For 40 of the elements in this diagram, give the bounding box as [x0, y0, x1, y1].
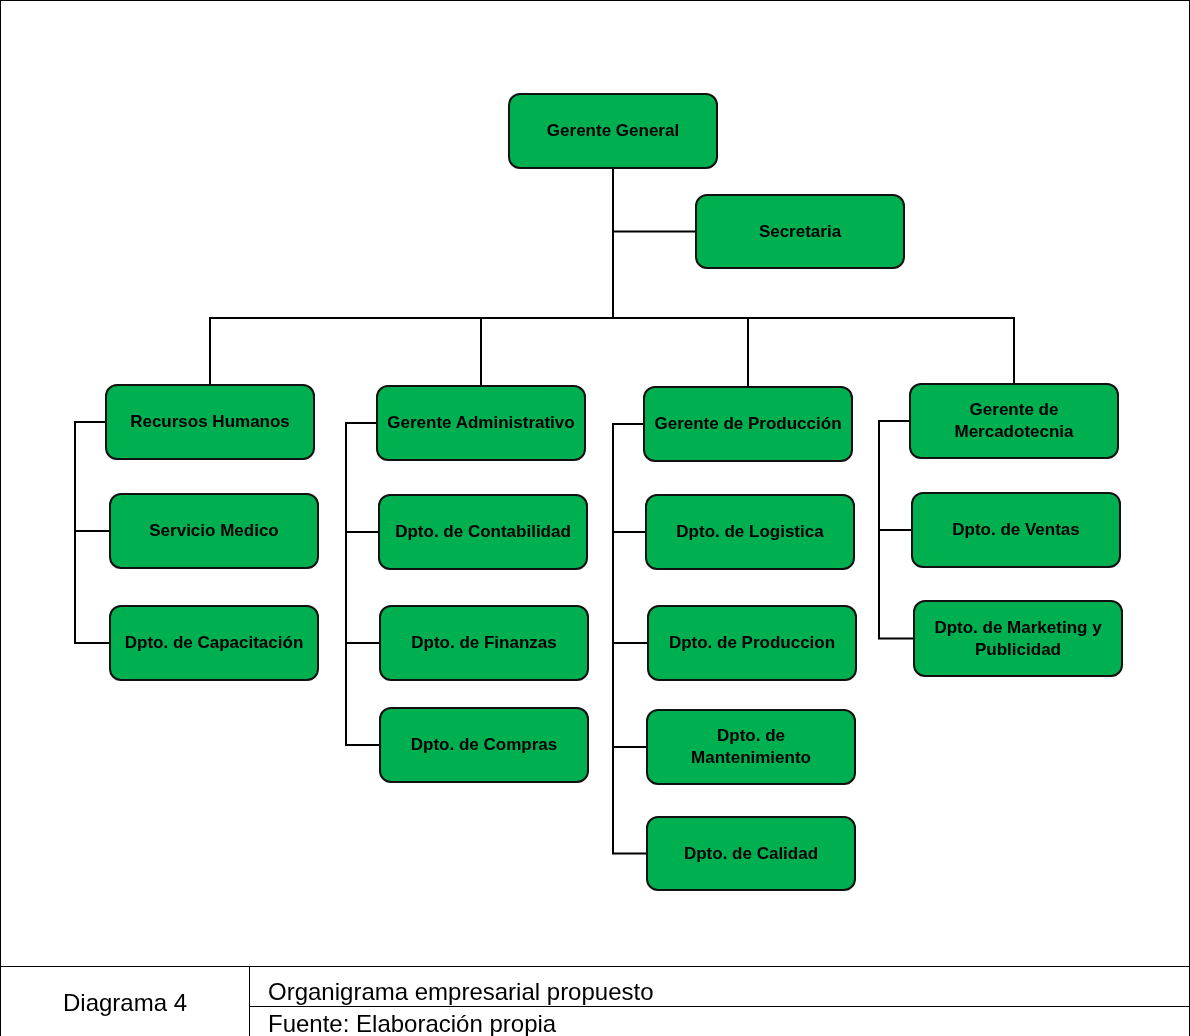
- box-label: Dpto. de Ventas: [952, 519, 1080, 541]
- connector-line: [74, 421, 110, 644]
- org-chart-box: [909, 383, 1119, 459]
- connector-line: [612, 423, 647, 855]
- box-label: Dpto. de Logistica: [676, 521, 824, 543]
- box-label: Servicio Medico: [149, 520, 279, 542]
- box-label: Dpto. de Contabilidad: [395, 521, 571, 543]
- org-chart-box: [645, 494, 855, 570]
- org-chart-box: [911, 492, 1121, 568]
- caption-text: Organigrama empresarial propuesto: [250, 967, 1189, 1007]
- box-label: Gerente General: [546, 120, 680, 142]
- box-label: Gerente de Mercadotecnia: [953, 399, 1075, 443]
- org-chart-box: [646, 709, 856, 785]
- org-chart-box: [105, 384, 315, 460]
- org-chart-box: [109, 605, 319, 681]
- org-chart-box: [646, 816, 856, 891]
- box-label: Recursos Humanos: [130, 411, 290, 433]
- box-label: Dpto. de Calidad: [683, 842, 819, 865]
- org-chart-box: [379, 707, 589, 783]
- box-label: Gerente Administrativo: [387, 412, 575, 434]
- diagram-number: Diagrama 4: [1, 967, 250, 1036]
- org-chart-box: [109, 493, 319, 569]
- connector-line: [878, 420, 914, 640]
- org-chart-box: [379, 605, 589, 681]
- box-label: Dpto. de Finanzas: [411, 632, 557, 654]
- org-chart-box: [508, 93, 718, 169]
- org-chart-box: [378, 494, 588, 570]
- box-label: Dpto. de Mantenimiento: [690, 725, 812, 769]
- box-label: Secretaria: [758, 220, 842, 243]
- org-chart-box: [643, 386, 853, 462]
- box-label: Dpto. de Produccion: [668, 632, 836, 654]
- org-chart-box: [376, 385, 586, 461]
- org-chart-box: [913, 600, 1123, 677]
- org-chart-box: [647, 605, 857, 681]
- box-label: Gerente de Producción: [654, 413, 842, 435]
- box-label: Dpto. de Compras: [410, 734, 558, 756]
- box-label: Dpto. de Marketing y Publicidad: [933, 616, 1103, 661]
- connector-line: [345, 422, 380, 746]
- org-chart-box: [695, 194, 905, 269]
- box-label: Dpto. de Capacitación: [124, 632, 304, 654]
